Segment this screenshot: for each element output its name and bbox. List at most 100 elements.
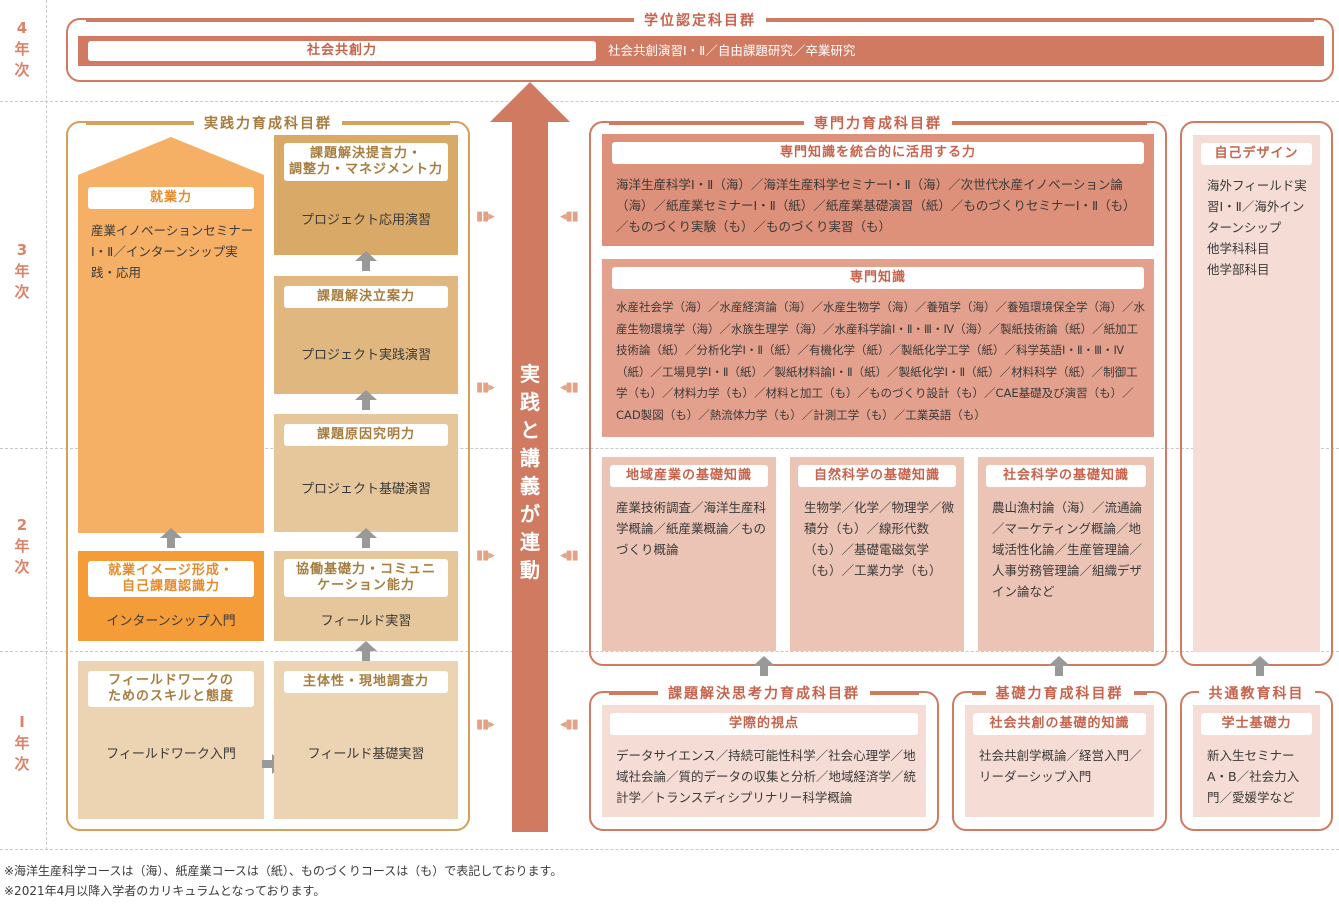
image-formation-pill: 就業イメージ形成・ 自己課題認識力 bbox=[88, 561, 254, 597]
year-label-3: 3 年 次 bbox=[14, 241, 30, 301]
year-label-1: Ⅰ 年 次 bbox=[14, 713, 30, 773]
employment-pill: 就業力 bbox=[88, 187, 254, 209]
footnote-1: ※海洋生産科学コースは（海）、紙産業コースは（紙）、ものづくりコースは（も）で表… bbox=[4, 864, 563, 878]
up-arrow-icon-stem bbox=[362, 400, 370, 410]
up-arrow-icon-stem bbox=[362, 261, 370, 271]
regional-pill: 地域産業の基礎知識 bbox=[610, 465, 768, 487]
proposal-text: プロジェクト応用演習 bbox=[300, 213, 431, 228]
collaboration-box: 協働基礎力・コミュニ ケーション能力 フィールド実習 bbox=[274, 551, 458, 641]
problem-pill: 学際的視点 bbox=[610, 713, 918, 735]
year-axis-divider bbox=[46, 0, 47, 850]
image-formation-text: インターンシップ入門 bbox=[106, 614, 236, 629]
planning-pill: 課題解決立案力 bbox=[284, 286, 448, 308]
practice-group-title: 実践力育成科目群 bbox=[194, 114, 342, 134]
year-label-2: 2 年 次 bbox=[14, 516, 30, 576]
basic-text: 社会共創学概論／経営入門／リーダーシップ入門 bbox=[979, 748, 1142, 784]
problem-group-title: 課題解決思考力育成科目群 bbox=[658, 684, 870, 704]
social-pill: 社会科学の基礎知識 bbox=[986, 465, 1146, 487]
planning-text: プロジェクト実践演習 bbox=[300, 348, 431, 363]
specialty-group-title: 専門力育成科目群 bbox=[804, 114, 952, 134]
fieldwork-skills-text: フィールドワーク入門 bbox=[106, 747, 236, 762]
regional-text: 産業技術調査／海洋生産科学概論／紙産業概論／ものづくり概論 bbox=[616, 500, 767, 557]
employment-house-shape bbox=[78, 137, 264, 533]
chevron-right-icon: ▮▮▸ bbox=[476, 717, 495, 732]
up-arrow-icon bbox=[355, 390, 377, 400]
collaboration-text: フィールド実習 bbox=[320, 614, 412, 629]
up-arrow-icon bbox=[753, 656, 775, 666]
cause-text: プロジェクト基礎演習 bbox=[300, 482, 431, 497]
up-arrow-icon bbox=[355, 528, 377, 538]
chevron-left-icon: ◂▮▮ bbox=[560, 380, 579, 395]
proposal-box: 課題解決提言力・ 調整力・マネジメント力 プロジェクト応用演習 bbox=[274, 135, 458, 255]
fieldwork-skills-box: フィールドワークの ためのスキルと態度 フィールドワーク入門 bbox=[78, 661, 264, 819]
common-box: 学士基礎力 新入生セミナーA・B／社会力入門／愛媛学など bbox=[1193, 705, 1320, 817]
common-group-title: 共通教育科目 bbox=[1198, 684, 1315, 704]
self-design-pill: 自己デザイン bbox=[1201, 143, 1312, 165]
footnote-2: ※2021年4月以降入学者のカリキュラムとなっております。 bbox=[4, 884, 326, 898]
specialty-group: 専門力育成科目群 bbox=[589, 114, 1167, 666]
chevron-left-icon: ◂▮▮ bbox=[560, 209, 579, 224]
planning-box: 課題解決立案力 プロジェクト実践演習 bbox=[274, 276, 458, 394]
up-arrow-icon-stem bbox=[362, 538, 370, 548]
up-arrow-icon bbox=[1249, 656, 1271, 666]
up-arrow-icon bbox=[160, 528, 182, 538]
natural-text: 生物学／化学／物理学／微積分（も）／線形代数（も）／基礎電磁気学（も）／工業力学… bbox=[804, 500, 955, 578]
common-pill: 学士基礎力 bbox=[1201, 713, 1312, 735]
chevron-right-icon: ▮▮▸ bbox=[476, 380, 495, 395]
common-text: 新入生セミナーA・B／社会力入門／愛媛学など bbox=[1207, 748, 1300, 805]
basic-pill: 社会共創の基礎的知識 bbox=[973, 713, 1146, 735]
up-arrow-icon-stem bbox=[760, 666, 768, 676]
year-divider-bottom bbox=[0, 849, 1339, 850]
employment-text: 産業イノベーションセミナーⅠ・Ⅱ／インターンシップ実践・応用 bbox=[91, 223, 254, 280]
degree-text: 社会共創演習Ⅰ・Ⅱ／自由課題研究／卒業研究 bbox=[608, 43, 856, 58]
natural-box: 自然科学の基礎知識 生物学／化学／物理学／微積分（も）／線形代数（も）／基礎電磁… bbox=[790, 457, 964, 651]
basic-group-title: 基礎力育成科目群 bbox=[985, 684, 1134, 704]
center-up-arrow bbox=[490, 82, 570, 832]
social-text: 農山漁村論（海）／流通論／マーケティング概論／地域活性化論／生産管理論／人事労務… bbox=[992, 500, 1143, 599]
integrated-box: 専門知識を統合的に活用する力 海洋生産科学Ⅰ・Ⅱ（海）／海洋生産科学セミナーⅠ・… bbox=[602, 134, 1154, 246]
self-design-text: 海外フィールド実習Ⅰ・Ⅱ／海外インターンシップ 他学科科目 他学部科目 bbox=[1207, 178, 1307, 277]
degree-group-title: 学位認定科目群 bbox=[634, 11, 766, 31]
up-arrow-icon-stem bbox=[1055, 666, 1063, 676]
self-design-group: 自己デザイン 海外フィールド実習Ⅰ・Ⅱ／海外インターンシップ 他学科科目 他学部… bbox=[1180, 121, 1333, 666]
up-arrow-icon-stem bbox=[167, 538, 175, 548]
chevron-right-icon: ▮▮▸ bbox=[476, 209, 495, 224]
social-box: 社会科学の基礎知識 農山漁村論（海）／流通論／マーケティング概論／地域活性化論／… bbox=[978, 457, 1154, 651]
year-divider-4-3 bbox=[0, 101, 1339, 102]
image-formation-box: 就業イメージ形成・ 自己課題認識力 インターンシップ入門 bbox=[78, 551, 264, 641]
integrated-pill: 専門知識を統合的に活用する力 bbox=[612, 142, 1144, 164]
initiative-box: 主体性・現地調査力 フィールド基礎実習 bbox=[274, 661, 458, 819]
up-arrow-icon bbox=[355, 251, 377, 261]
self-design-box: 自己デザイン 海外フィールド実習Ⅰ・Ⅱ／海外インターンシップ 他学科科目 他学部… bbox=[1193, 135, 1320, 652]
chevron-left-icon: ◂▮▮ bbox=[560, 548, 579, 563]
year-divider-3-2 bbox=[0, 448, 1339, 449]
up-arrow-icon bbox=[1048, 656, 1070, 666]
problem-text: データサイエンス／持続可能性科学／社会心理学／地域社会論／質的データの収集と分析… bbox=[616, 748, 917, 805]
year-divider-2-1 bbox=[0, 651, 1339, 652]
common-group: 共通教育科目 学士基礎力 新入生セミナーA・B／社会力入門／愛媛学など bbox=[1180, 684, 1333, 831]
collaboration-pill: 協働基礎力・コミュニ ケーション能力 bbox=[284, 559, 448, 597]
problem-group: 課題解決思考力育成科目群 学際的視点 データサイエンス／持続可能性科学／社会心理… bbox=[589, 684, 939, 831]
fieldwork-skills-pill: フィールドワークの ためのスキルと態度 bbox=[88, 671, 254, 707]
year-label-4: 4 年 次 bbox=[14, 19, 30, 79]
regional-box: 地域産業の基礎知識 産業技術調査／海洋生産科学概論／紙産業概論／ものづくり概論 bbox=[602, 457, 776, 651]
chevron-right-icon: ▮▮▸ bbox=[476, 548, 495, 563]
center-arrow-text: 実践と講義が連動 bbox=[520, 362, 540, 582]
initiative-text: フィールド基礎実習 bbox=[307, 747, 425, 762]
cause-box: 課題原因究明力 プロジェクト基礎演習 bbox=[274, 414, 458, 532]
degree-pill: 社会共創力 bbox=[88, 41, 596, 61]
up-arrow-icon bbox=[355, 641, 377, 651]
up-arrow-icon-stem bbox=[362, 651, 370, 661]
degree-panel: 社会共創力 社会共創演習Ⅰ・Ⅱ／自由課題研究／卒業研究 bbox=[78, 36, 1324, 66]
practice-group: 実践力育成科目群 bbox=[66, 114, 470, 831]
up-arrow-icon-stem bbox=[1256, 666, 1264, 676]
knowledge-text: 水産社会学（海）／水産経済論（海）／水産生物学（海）／養殖学（海）／養殖環境保全… bbox=[616, 300, 1145, 422]
natural-pill: 自然科学の基礎知識 bbox=[798, 465, 956, 487]
basic-box: 社会共創の基礎的知識 社会共創学概論／経営入門／リーダーシップ入門 bbox=[965, 705, 1154, 817]
knowledge-pill: 専門知識 bbox=[612, 267, 1144, 289]
basic-group: 基礎力育成科目群 社会共創の基礎的知識 社会共創学概論／経営入門／リーダーシップ… bbox=[952, 684, 1167, 831]
initiative-pill: 主体性・現地調査力 bbox=[284, 671, 448, 693]
cause-pill: 課題原因究明力 bbox=[284, 424, 448, 446]
chevron-left-icon: ◂▮▮ bbox=[560, 717, 579, 732]
knowledge-box: 専門知識 水産社会学（海）／水産経済論（海）／水産生物学（海）／養殖学（海）／養… bbox=[602, 259, 1154, 437]
